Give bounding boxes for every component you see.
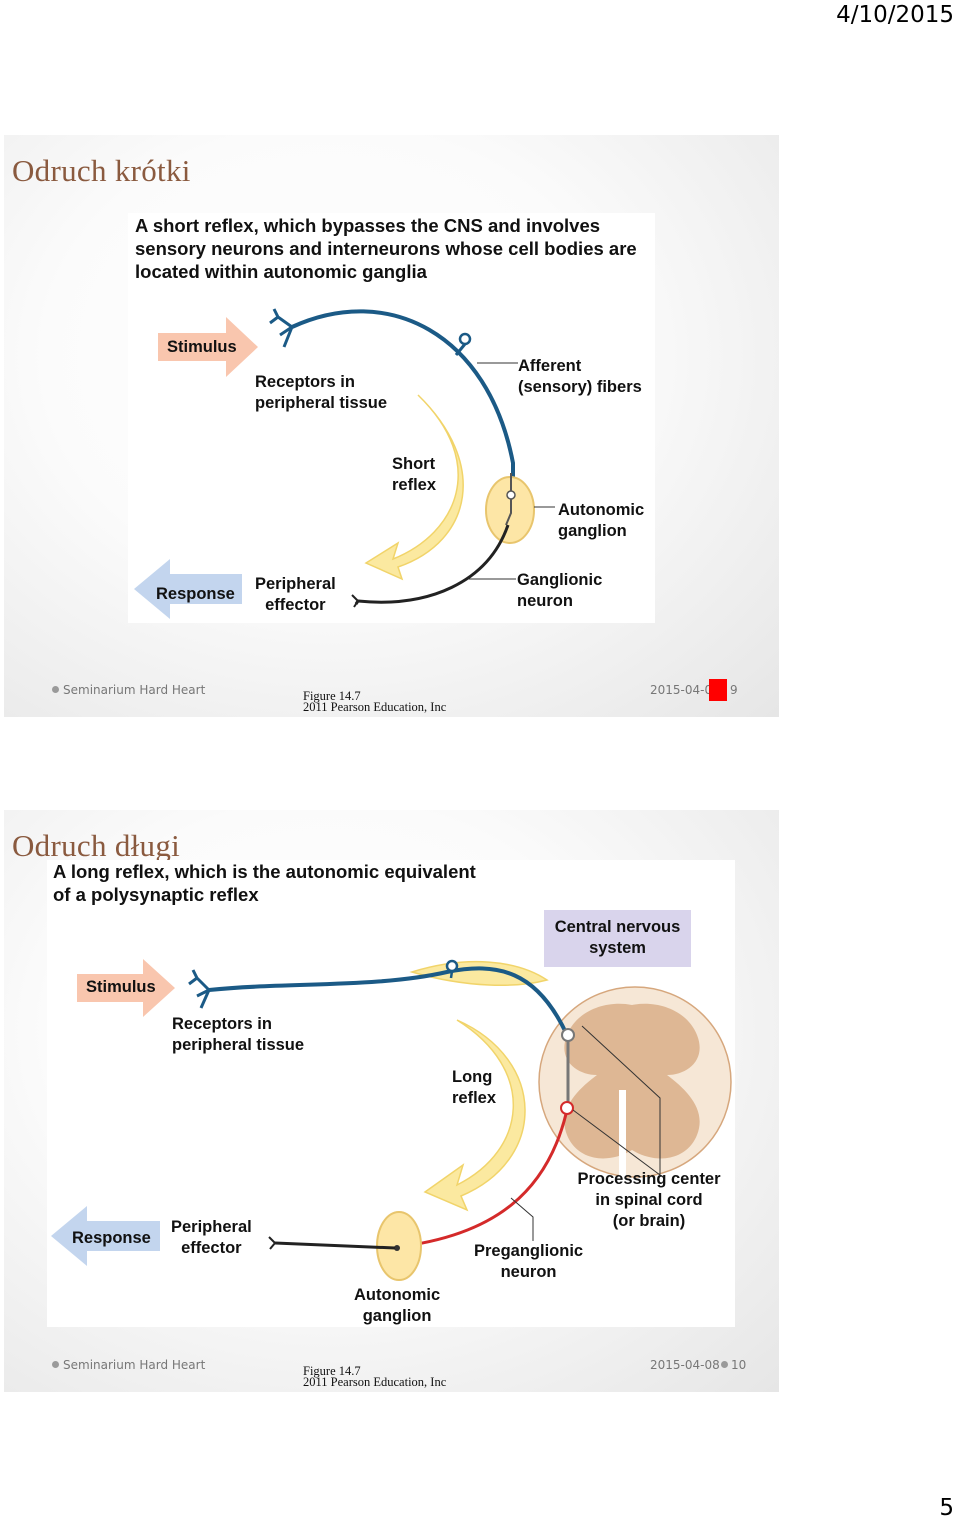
spinal-cord-grey-matter bbox=[564, 1003, 700, 1159]
short-reflex-arrow bbox=[364, 394, 464, 581]
figure-description: A short reflex, which bypasses the CNS a… bbox=[135, 215, 637, 282]
short-reflex-diagram bbox=[134, 308, 555, 619]
afferent-stem bbox=[454, 343, 467, 356]
afferent-cell-body bbox=[445, 959, 459, 973]
spinal-cord-fissure bbox=[619, 1090, 626, 1185]
long-reflex-arrow bbox=[423, 1019, 526, 1212]
postganglionic-fiber bbox=[274, 1241, 396, 1250]
figure-description: A long reflex, which is the autonomic eq… bbox=[53, 861, 476, 905]
slide-long-reflex: Odruch długi A long reflex, which is the… bbox=[4, 810, 779, 1392]
leader-processing-center bbox=[581, 1025, 661, 1175]
receptor-endings bbox=[188, 969, 211, 1009]
dorsal-root-ganglion bbox=[409, 960, 549, 987]
figure-panel: A long reflex, which is the autonomic eq… bbox=[47, 860, 735, 1327]
afferent-fiber bbox=[291, 309, 515, 483]
response-arrow bbox=[134, 559, 242, 619]
ganglionic-neuron-fiber bbox=[354, 524, 510, 605]
long-reflex-diagram bbox=[51, 910, 732, 1281]
stimulus-arrow bbox=[77, 959, 175, 1017]
footer-bullet bbox=[52, 1361, 59, 1368]
preganglionic-cell-body bbox=[560, 1101, 574, 1115]
stimulus-arrow bbox=[158, 317, 258, 377]
receptor-endings bbox=[269, 308, 294, 348]
footer-date: 2015-04-0 bbox=[650, 683, 713, 697]
footer-bullet bbox=[52, 686, 59, 693]
slide-title: Odruch krótki bbox=[12, 153, 191, 188]
preganglionic-fiber bbox=[396, 1113, 568, 1249]
footer-presentation-name: Seminarium Hard Heart bbox=[63, 1358, 206, 1372]
red-mark bbox=[709, 679, 727, 701]
afferent-fiber bbox=[208, 966, 569, 1036]
response-label: Response bbox=[72, 1229, 151, 1247]
leader-processing-center-2 bbox=[572, 1109, 661, 1176]
slide-short-reflex: Odruch krótki A short reflex, which bypa… bbox=[4, 135, 779, 717]
afferent-cell-body bbox=[458, 332, 472, 346]
footer-bullet-2 bbox=[721, 1361, 728, 1368]
figure-panel: A short reflex, which bypasses the CNS a… bbox=[128, 213, 655, 623]
footer-date: 2015-04-08 bbox=[650, 1358, 720, 1372]
response-arrow bbox=[51, 1206, 160, 1266]
leader-preganglionic bbox=[510, 1197, 534, 1241]
footer-presentation-name: Seminarium Hard Heart bbox=[63, 683, 206, 697]
stimulus-label: Stimulus bbox=[86, 978, 156, 996]
cns-box bbox=[544, 910, 691, 967]
response-label: Response bbox=[156, 585, 235, 603]
slide-title: Odruch długi bbox=[12, 828, 181, 863]
page-number: 5 bbox=[939, 1495, 954, 1521]
footer-slide-number: 10 bbox=[731, 1358, 747, 1372]
page-date: 4/10/2015 bbox=[836, 2, 954, 28]
footer-slide-number: 9 bbox=[730, 683, 738, 697]
stimulus-label: Stimulus bbox=[167, 338, 237, 356]
afferent-label: Afferent(sensory) fibers bbox=[518, 357, 642, 396]
